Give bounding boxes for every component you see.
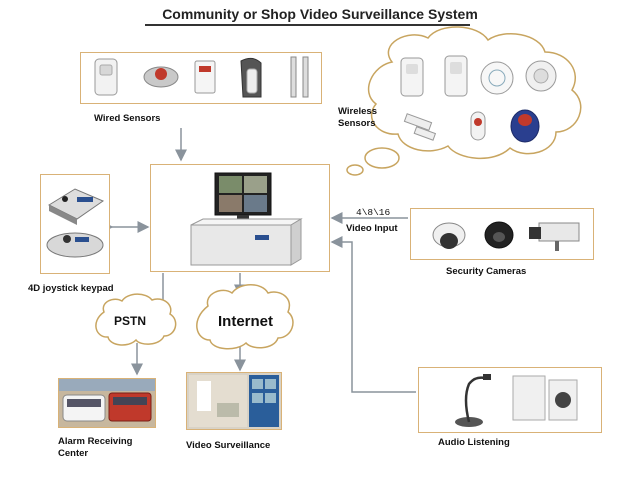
joystick-label: 4D joystick keypad xyxy=(28,283,114,294)
wireless-curtain-icon xyxy=(444,55,468,97)
security-cameras-label: Security Cameras xyxy=(446,266,527,277)
audio-listening-label: Audio Listening xyxy=(438,437,510,448)
alarm-label-2: Center xyxy=(58,448,89,459)
audio-box xyxy=(418,367,602,433)
wireless-sensors-label-1: Wireless xyxy=(338,106,377,117)
pstn-cloud xyxy=(95,293,177,346)
joystick-box xyxy=(40,174,110,274)
gas-detector-icon xyxy=(525,60,557,92)
fire-truck-icon xyxy=(108,392,152,422)
microphone-icon xyxy=(455,374,491,427)
panic-button-icon xyxy=(470,111,486,141)
wireless-pir-icon xyxy=(400,57,424,97)
dome-camera-icon xyxy=(432,222,466,249)
video-input-label: Video Input xyxy=(346,223,398,234)
title-underline xyxy=(145,24,470,26)
glass-break-detector-icon xyxy=(143,66,179,88)
nvr-box xyxy=(150,164,330,272)
wall-pir-icon xyxy=(194,60,216,94)
box-camera-icon xyxy=(529,222,580,251)
joystick-keypad-icon xyxy=(47,188,105,225)
wireless-sensors-label-2: Sensors xyxy=(338,118,376,129)
pir-sensor-icon xyxy=(94,58,118,96)
video-surveillance-image xyxy=(186,372,282,430)
joystick-keypad-2-icon xyxy=(46,232,104,258)
internet-label: Internet xyxy=(218,313,274,330)
wireless-sensor-icons xyxy=(400,55,557,143)
page-title: Community or Shop Video Surveillance Sys… xyxy=(162,6,478,22)
dvr-unit-icon xyxy=(190,218,303,266)
video-input-ratio: 4\8\16 xyxy=(356,207,391,218)
camera-grid-icon xyxy=(249,375,279,427)
wired-sensors-label: Wired Sensors xyxy=(94,113,161,124)
siren-icon xyxy=(510,109,540,143)
speaker-icon xyxy=(512,375,578,421)
internet-cloud xyxy=(196,284,294,350)
monitor-icon xyxy=(214,172,272,223)
smoke-detector-icon xyxy=(480,61,514,95)
arrow-audio-to-nvr xyxy=(330,236,416,393)
alarm-label-1: Alarm Receiving xyxy=(58,436,133,447)
room-view-icon xyxy=(189,375,247,427)
police-car-icon xyxy=(62,394,106,422)
video-surveillance-label: Video Surveillance xyxy=(186,440,271,451)
cameras-box xyxy=(410,208,594,260)
alarm-center-image xyxy=(58,378,156,428)
pstn-label: PSTN xyxy=(114,314,147,328)
outdoor-pir-icon xyxy=(240,57,262,98)
dome-camera-black-icon xyxy=(484,221,514,249)
wired-sensors-box xyxy=(80,52,322,104)
door-contact-icon xyxy=(403,113,437,141)
beam-detector-icon xyxy=(290,56,309,98)
